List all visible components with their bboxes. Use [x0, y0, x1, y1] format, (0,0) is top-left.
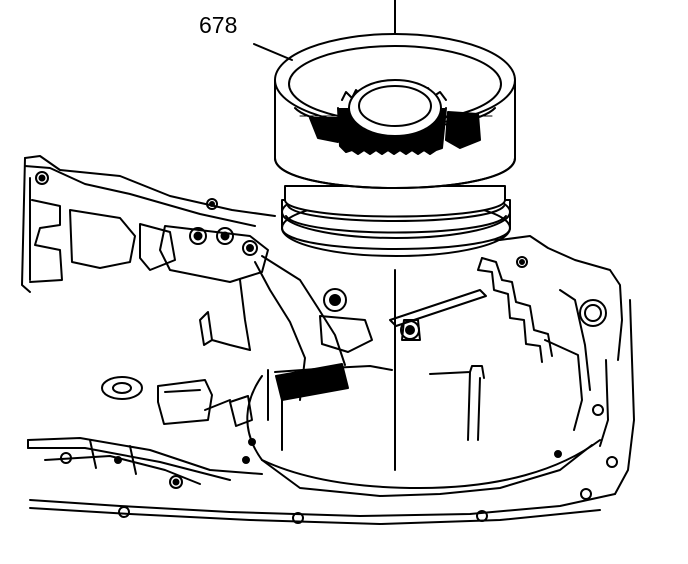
callout-678 [253, 43, 293, 61]
drum-assembly-678 [274, 33, 516, 257]
callout-label-678: 678 [199, 12, 238, 38]
transmission-case [21, 155, 635, 525]
